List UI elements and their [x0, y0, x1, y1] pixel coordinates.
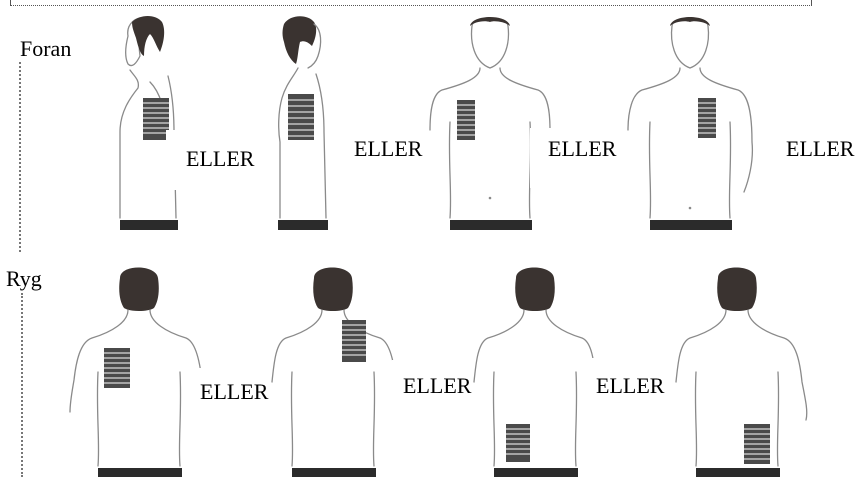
waistband-icon [98, 468, 182, 477]
front-figure-side-right [268, 12, 348, 234]
front-figure-front-right-chest [420, 12, 560, 234]
hair-icon [470, 17, 510, 26]
back-figure-lower-right [668, 262, 818, 477]
torso-outline [70, 310, 202, 466]
upper-back-pad-icon [342, 320, 366, 362]
head-icon [119, 268, 159, 312]
lower-back-pad-icon [744, 424, 770, 464]
separator-front-4: ELLER [786, 138, 854, 160]
head-outline [472, 19, 509, 69]
front-figure-front-left-chest [618, 12, 768, 234]
front-figure-side-left [110, 12, 190, 234]
separator-front-2: ELLER [354, 138, 422, 160]
head-outline [672, 19, 709, 69]
chest-pad-icon [288, 94, 314, 140]
head-icon [717, 268, 757, 312]
front-dotted-guide [19, 62, 21, 252]
waistband-icon [292, 468, 376, 477]
section-label-back: Ryg [6, 268, 42, 290]
head-icon [313, 268, 353, 312]
torso-outline [676, 310, 807, 466]
torso-outline [272, 310, 396, 466]
section-label-front: Foran [20, 38, 71, 60]
separator-front-1: ELLER [186, 148, 254, 170]
hair-icon [132, 16, 164, 56]
right-chest-pad-icon [457, 100, 475, 140]
back-dotted-guide [21, 293, 23, 477]
upper-back-pad-icon [104, 348, 130, 388]
waistband-icon [278, 220, 328, 230]
separator-back-3: ELLER [596, 375, 664, 397]
waistband-icon [120, 220, 178, 230]
hair-icon [670, 17, 710, 26]
left-chest-pad-icon [698, 98, 716, 138]
torso-outline [628, 68, 752, 218]
waistband-icon [494, 468, 578, 477]
waistband-icon [696, 468, 780, 477]
waistband-icon [650, 220, 732, 230]
head-icon [515, 268, 555, 312]
torso-outline [279, 68, 326, 218]
waistband-icon [450, 220, 532, 230]
top-frame-line [10, 0, 812, 6]
separator-back-2: ELLER [403, 375, 471, 397]
hair-icon [283, 16, 317, 64]
separator-back-1: ELLER [200, 381, 268, 403]
torso-outline [474, 310, 596, 466]
separator-front-3: ELLER [548, 138, 616, 160]
lower-back-pad-icon [506, 424, 530, 462]
